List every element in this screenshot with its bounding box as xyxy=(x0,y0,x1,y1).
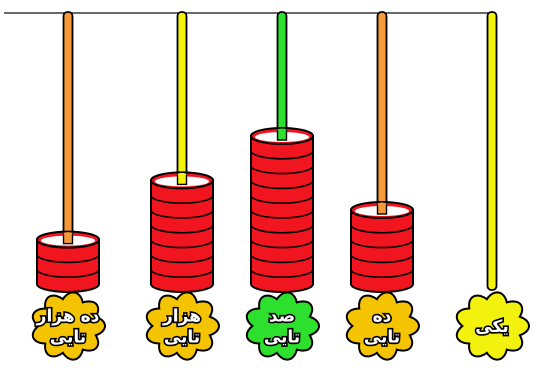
bead-divider xyxy=(250,239,314,249)
flower-label-line: تایی xyxy=(364,327,400,347)
bead-divider xyxy=(350,239,414,249)
bead-stack xyxy=(150,171,214,293)
flower-shape xyxy=(455,291,531,361)
rod-stick xyxy=(276,11,288,141)
flower-label-line: صد xyxy=(269,306,295,326)
flower-shape xyxy=(31,291,107,361)
bead-divider xyxy=(250,254,314,264)
bead-divider xyxy=(150,239,214,249)
flower-shape xyxy=(145,291,221,361)
bead-divider xyxy=(250,209,314,219)
flower-label-line: تایی xyxy=(50,327,86,347)
flower-label-line: تایی xyxy=(164,327,200,347)
bead-divider xyxy=(350,268,414,278)
flower-shape xyxy=(345,291,421,361)
flower-label-line: ده هزار xyxy=(36,306,100,326)
bead-divider xyxy=(36,268,100,278)
bead-divider xyxy=(150,224,214,234)
bead-divider xyxy=(250,194,314,204)
bead-divider xyxy=(150,254,214,264)
bead-divider xyxy=(250,165,314,175)
bead-divider xyxy=(250,224,314,234)
rod-entry-cap xyxy=(277,128,287,132)
bead-stack xyxy=(36,230,100,293)
rod-entry-cap xyxy=(63,232,73,236)
bead-divider xyxy=(250,180,314,190)
bead-divider xyxy=(350,224,414,234)
rod-stick xyxy=(176,11,188,186)
bead-stack-body xyxy=(350,209,414,293)
bead-divider xyxy=(350,254,414,264)
rod-entry-cap xyxy=(177,172,187,176)
rod-ones: یکی xyxy=(455,11,531,361)
flower-label-line: تایی xyxy=(264,327,300,347)
flower-shape xyxy=(245,291,321,361)
rod-stick xyxy=(62,11,74,245)
bead-divider xyxy=(150,268,214,278)
bead-divider xyxy=(36,254,100,264)
bead-divider xyxy=(250,268,314,278)
rod-stick xyxy=(376,11,388,215)
bead-stack xyxy=(350,201,414,293)
flower-ones: یکی xyxy=(455,291,531,361)
bead-divider xyxy=(150,209,214,219)
bead-divider xyxy=(250,150,314,160)
rod-entry-cap xyxy=(377,202,387,206)
flower-label-line: یکی xyxy=(475,317,508,337)
rod-stick xyxy=(486,11,498,291)
flower-label-line: ده xyxy=(373,306,392,326)
bead-stack xyxy=(250,127,314,293)
flower-label-line: هزار xyxy=(162,306,201,326)
bead-divider xyxy=(150,194,214,204)
